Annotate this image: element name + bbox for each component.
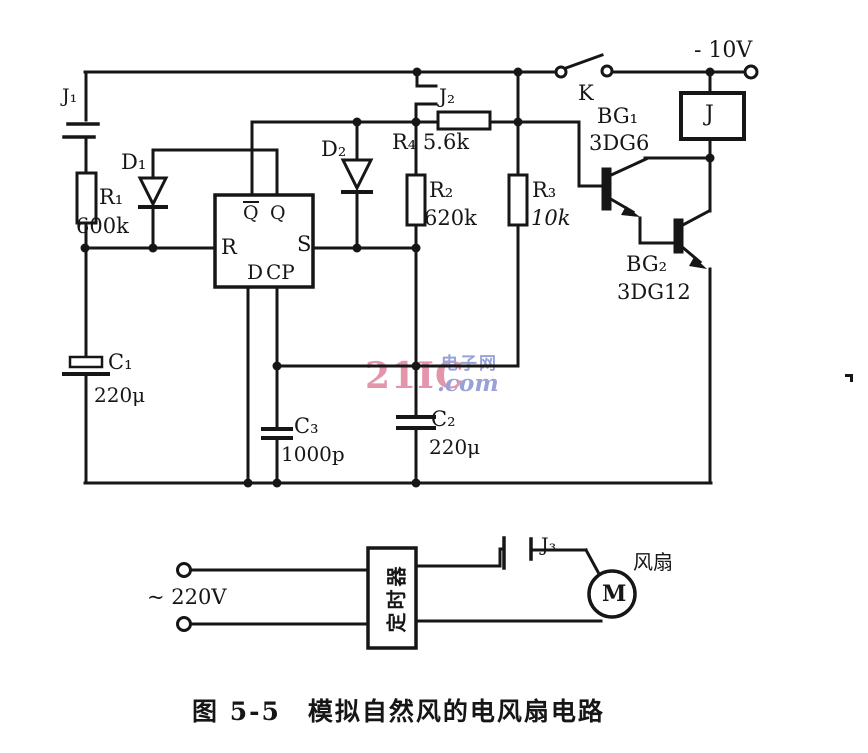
watermark-domain: .com xyxy=(437,370,499,397)
flipflop-box xyxy=(213,193,418,485)
label-c2-name: C₂ xyxy=(431,407,456,431)
contact-j1 xyxy=(62,70,100,175)
label-neg10v: - 10V xyxy=(694,38,753,63)
label-diode-d2: D₂ xyxy=(321,137,347,161)
label-fan: 风扇 xyxy=(633,550,673,574)
scan-speck xyxy=(845,374,853,382)
label-bg1-name: BG₁ xyxy=(597,104,639,128)
transistor-bg2 xyxy=(673,156,712,485)
capacitor-c2 xyxy=(396,415,436,485)
label-c1-name: C₁ xyxy=(108,350,133,374)
label-bg2-model: 3DG12 xyxy=(617,280,691,304)
label-switch-k: K xyxy=(578,81,594,105)
label-ff-q: Q xyxy=(270,202,286,224)
label-r4-name: R₄ xyxy=(392,130,417,154)
motor xyxy=(414,569,637,623)
base-drive-wire xyxy=(577,120,606,188)
label-bg2-name: BG₂ xyxy=(626,252,668,276)
label-r3-value: 10k xyxy=(531,206,571,230)
label-ff-r: R xyxy=(221,235,237,259)
label-r4-value: 5.6k xyxy=(422,130,470,154)
diode-d2 xyxy=(340,120,374,250)
resistor-r1 xyxy=(75,171,98,359)
label-contact-j3: J₃ xyxy=(541,534,557,556)
label-ff-qbar: Q xyxy=(243,201,259,224)
label-diode-d1: D₁ xyxy=(121,150,147,174)
label-c3-value: 1000p xyxy=(281,442,345,466)
label-ff-s: S xyxy=(297,232,312,256)
contact-j2 xyxy=(414,70,438,124)
label-c1-value: 220μ xyxy=(94,383,146,407)
diode-d1 xyxy=(137,148,169,250)
label-timer: 定时器 xyxy=(384,563,409,633)
label-contact-j1: J₁ xyxy=(62,85,78,107)
label-c3-name: C₃ xyxy=(294,414,319,438)
label-c2-value: 220μ xyxy=(429,435,481,459)
transistor-bg1 xyxy=(601,156,712,245)
figure-caption: 图 5-5 模拟自然风的电风扇电路 xyxy=(192,697,605,726)
junction-dots xyxy=(80,67,715,488)
label-r1-name: R₁ xyxy=(99,185,124,209)
terminal-neg10v xyxy=(743,64,759,80)
label-motor: M xyxy=(602,581,627,607)
ac-terminals xyxy=(176,562,370,632)
label-r1-value: 600k xyxy=(76,214,129,238)
label-relay-coil: J xyxy=(705,102,714,127)
q-output-line xyxy=(151,148,279,197)
label-bg1-model: 3DG6 xyxy=(589,131,650,155)
capacitor-c3 xyxy=(261,427,293,485)
capacitor-c1 xyxy=(62,355,110,485)
label-r2-value: 620k xyxy=(424,206,477,230)
qbar-output-line xyxy=(250,120,581,197)
switch-k xyxy=(554,53,614,79)
resistor-r2 xyxy=(405,120,427,417)
label-ac-supply: ~ 220V xyxy=(147,585,227,609)
relay-coil-box xyxy=(679,70,746,160)
contact-j3 xyxy=(414,536,601,575)
watermark-site: 电子网 xyxy=(441,354,498,374)
label-ff-cp: CP xyxy=(266,260,295,284)
label-r2-name: R₂ xyxy=(429,178,454,202)
resistor-r4 xyxy=(436,110,492,131)
timer-box xyxy=(366,546,418,650)
label-ff-d: D xyxy=(247,260,264,284)
label-contact-j2: J₂ xyxy=(439,84,456,108)
label-r4: R₄ 5.6k xyxy=(392,132,469,153)
resistor-r3 xyxy=(507,70,529,368)
label-r3-name: R₃ xyxy=(532,178,557,202)
